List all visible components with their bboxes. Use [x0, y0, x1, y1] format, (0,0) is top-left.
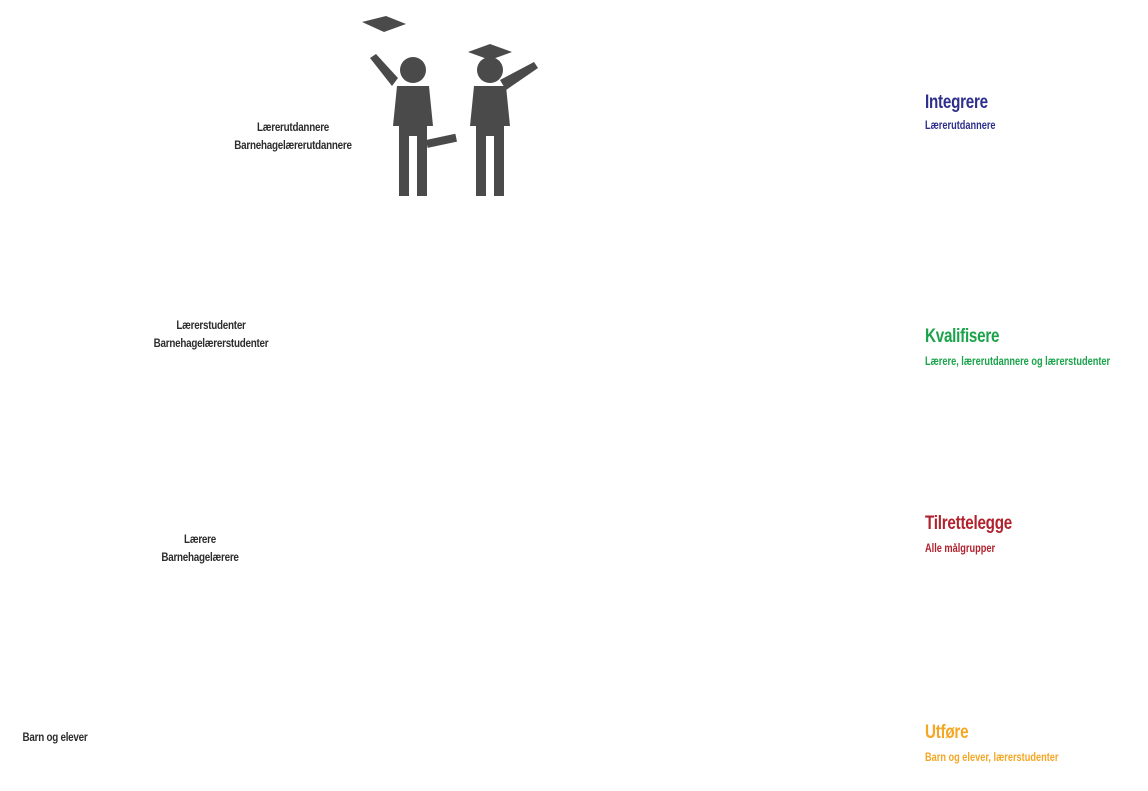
students-label: Lærerstudenter Barnehagelærerstudenter: [141, 316, 280, 352]
utfore-title: Utføre: [925, 722, 969, 743]
educators-label-line1: Lærerutdannere: [256, 120, 330, 134]
children-label: Barn og elever: [10, 728, 100, 746]
graduate-person-icon: [362, 16, 538, 196]
tilrettelegge-title: Tilrettelegge: [925, 513, 1012, 534]
educators-label-line2: Barnehagelærerutdannere: [234, 138, 352, 152]
teachers-label: Lærere Barnehagelærere: [151, 530, 249, 566]
kvalifisere-subtitle: Lærere, lærerutdannere og lærerstudenter: [925, 356, 1111, 368]
students-label-line2: Barnehagelærerstudenter: [153, 336, 269, 350]
integrere-subtitle: Lærerutdannere: [925, 120, 996, 132]
tilrettelegge-subtitle: Alle målgrupper: [925, 543, 996, 555]
students-label-line1: Lærerstudenter: [176, 318, 246, 332]
kvalifisere-title: Kvalifisere: [925, 326, 1000, 347]
integrere-title: Integrere: [925, 92, 988, 113]
children-label-text: Barn og elever: [22, 730, 88, 744]
utfore-subtitle: Barn og elever, lærerstudenter: [925, 752, 1059, 764]
educators-label: Lærerutdannere Barnehagelærerutdannere: [232, 118, 355, 154]
teachers-label-line2: Barnehagelærere: [161, 550, 239, 564]
teachers-label-line1: Lærere: [184, 532, 216, 546]
